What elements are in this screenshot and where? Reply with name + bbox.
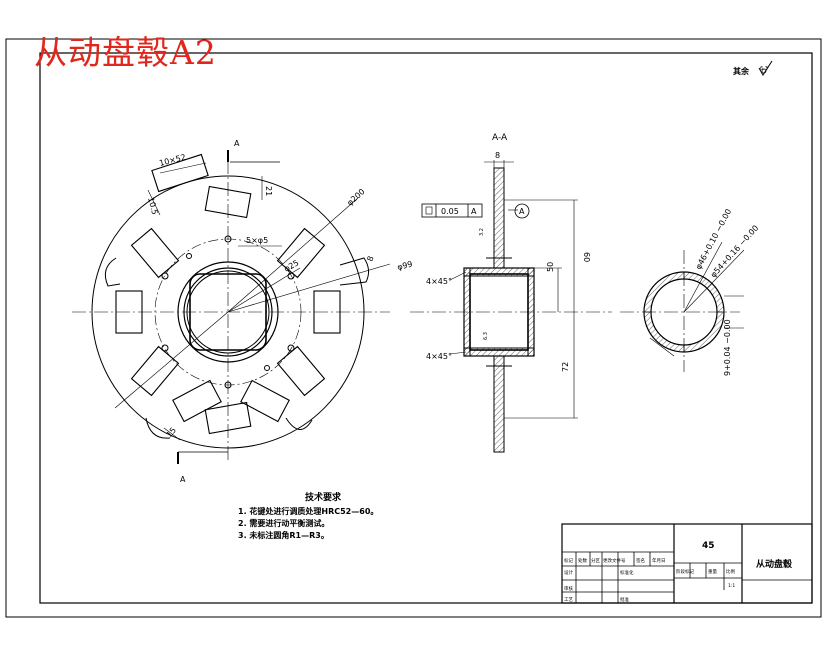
- surface-finish-label: 其余: [733, 66, 750, 76]
- tb-weight-label: 重量: [708, 568, 717, 575]
- side-view: [620, 241, 745, 372]
- dim-hub: φ25: [283, 258, 301, 274]
- surface-finish-note: 其余 6.3: [733, 60, 773, 76]
- spring-windows: [115, 153, 341, 435]
- roughness-symbol-icon: [758, 60, 773, 76]
- inner-border: [39, 52, 813, 604]
- dim-total: 60: [582, 252, 591, 262]
- section-marker-top: A: [234, 139, 240, 148]
- tb-row-design: 设计: [564, 569, 573, 576]
- tb-header-cell: 处数: [578, 557, 587, 564]
- roughness-b: 6.3: [483, 332, 489, 340]
- tech-requirement-item: 3. 未标注圆角R1—R3。: [238, 530, 329, 540]
- tb-header-cell: 签名: [636, 557, 645, 564]
- tb-stage-label: 阶段标记: [676, 568, 694, 575]
- dim-side-left: 10.5: [146, 196, 159, 216]
- dim-outer-diameter: φ200: [345, 187, 366, 207]
- dim-bolt-hole: 5×φ5: [246, 236, 268, 245]
- material: 45: [702, 541, 715, 551]
- chamfer-bottom: 4×45°: [426, 352, 452, 361]
- tb-header-cell: 年月日: [652, 557, 666, 564]
- chamfer-top: 4×45°: [426, 277, 452, 286]
- tech-requirement-item: 1. 花键处进行调质处理HRC52—60。: [238, 506, 378, 516]
- dim-side-top: 21: [264, 186, 273, 196]
- tb-header-cell: 分区: [591, 557, 600, 564]
- tech-requirements-heading: 技术要求: [305, 491, 342, 503]
- tolerance-datum: A: [471, 207, 477, 216]
- tech-requirement-item: 2. 需要进行动平衡测试。: [238, 518, 329, 528]
- tb-header-cell: 标记: [564, 557, 573, 564]
- dim-lower: 72: [561, 362, 570, 372]
- tb-row-approve: 批准: [620, 596, 629, 603]
- outer-border: [5, 38, 822, 618]
- dim-side-c: 9+0.04 −0.00: [723, 319, 732, 376]
- dim-inner-diameter: φ99: [396, 259, 413, 271]
- tolerance-value: 0.05: [441, 207, 459, 216]
- drawing-title: 从动盘毂A2: [34, 33, 217, 72]
- datum-label: A: [519, 207, 525, 216]
- front-view: A A: [72, 139, 391, 484]
- tb-row-review: 审核: [564, 585, 573, 592]
- tb-scale-label: 比例: [726, 568, 735, 575]
- section-marker-bottom: A: [180, 475, 186, 484]
- title-block: [561, 523, 813, 604]
- dim-slot: 10×52: [158, 153, 186, 168]
- tb-scale-value: 1:1: [728, 583, 735, 589]
- tb-row-process: 工艺: [564, 597, 573, 603]
- tolerance-frame: [421, 203, 483, 218]
- section-view: [410, 160, 612, 453]
- tb-header-cell: 更改文件号: [603, 557, 626, 564]
- dim-hub-height: 50: [546, 262, 555, 272]
- section-title: A-A: [492, 133, 508, 143]
- bolt-holes: [161, 235, 295, 389]
- datum-circle: [514, 203, 530, 219]
- roughness-a: 3.2: [479, 228, 485, 236]
- dim-thickness: 8: [495, 151, 500, 160]
- part-name: 从动盘毂: [756, 558, 792, 570]
- tb-row-standard: 标准化: [620, 569, 634, 576]
- dim-depth: 8: [365, 255, 375, 263]
